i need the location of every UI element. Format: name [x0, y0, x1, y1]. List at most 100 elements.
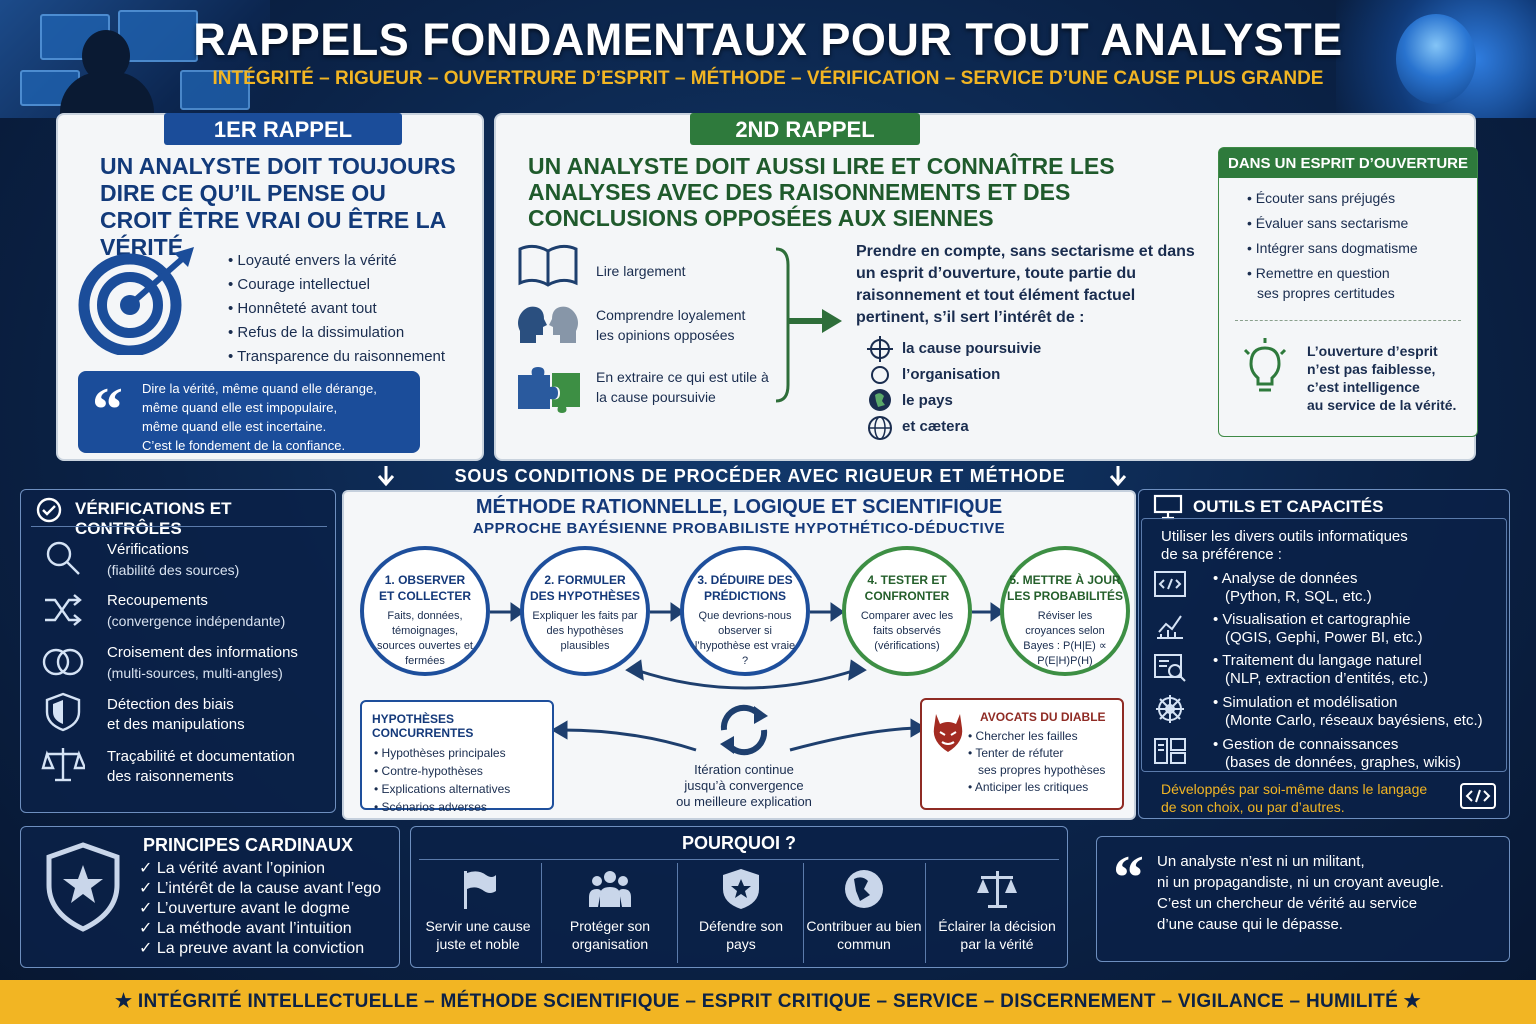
code-icon [1460, 783, 1496, 809]
why-line: Servir une cause [425, 918, 531, 934]
quote-icon: “ [92, 376, 123, 444]
why-line: Défendre son [698, 918, 784, 934]
scales-icon [41, 748, 85, 782]
principes-title: PRINCIPES CARDINAUX [143, 835, 354, 855]
list-item: • Loyauté envers la vérité [228, 252, 397, 269]
magnifier-icon [46, 541, 80, 575]
rappel-2-panel: 2ND RAPPEL UN ANALYSTE DOIT AUSSI LIRE E… [494, 113, 1478, 461]
intro-line: de sa préférence : [1161, 546, 1282, 563]
list-item: • Explications alternatives [374, 782, 511, 796]
target-item: l’organisation [902, 366, 1001, 383]
why-line: Protéger son [569, 918, 651, 934]
why-item: Protéger son organisation [545, 867, 675, 953]
item-label: Vérifications [107, 541, 189, 558]
group-icon [589, 871, 631, 907]
globe-icon [845, 870, 883, 908]
rappel-2-tag: 2ND RAPPEL [690, 113, 920, 145]
devil-title: AVOCATS DU DIABLE [980, 710, 1106, 724]
note-line: de son choix, ou par d’autres. [1161, 799, 1345, 815]
condition-banner: SOUS CONDITIONS DE PROCÉDER AVEC RIGUEUR… [454, 466, 1066, 486]
why-line: Contribuer au bien [806, 918, 922, 934]
item-sub: (QGIS, Gephi, Power BI, etc.) [1225, 629, 1423, 646]
why-line: Éclairer la décision [938, 918, 1056, 934]
target-item: et cætera [902, 418, 969, 435]
step-read: Lire largement [596, 263, 686, 279]
target-item: la cause poursuivie [902, 340, 1042, 357]
refresh-cycle-icon [720, 704, 768, 756]
item-sub: (bases de données, graphes, wikis) [1225, 754, 1461, 771]
quote-line: Dire la vérité, même quand elle dérange, [142, 381, 377, 396]
step-desc: Comparer avec les faits observés (vérifi… [860, 610, 954, 652]
list-item: • Écouter sans préjugés [1247, 190, 1396, 206]
step-title: 3. DÉDUIRE DES [697, 573, 793, 587]
step-desc: Expliquer les faits par des hypothèses p… [532, 610, 638, 652]
quote-line: d’une cause qui le dépasse. [1157, 916, 1343, 933]
organization-icon [871, 366, 889, 384]
why-line: organisation [571, 936, 649, 952]
divider [925, 863, 926, 963]
step-title: 4. TESTER ET [867, 573, 947, 587]
iteration-line: jusqu’à convergence [684, 778, 804, 793]
why-item: Défendre son pays [681, 867, 801, 953]
verification-item: Croisement des informations(multi-source… [107, 643, 298, 684]
hypotheses-title: HYPOTHÈSES CONCURRENTES [372, 712, 474, 740]
method-subtitle: APPROCHE BAYÉSIENNE PROBABILISTE HYPOTHÉ… [472, 520, 1006, 537]
list-item: • Intégrer sans dogmatisme [1247, 240, 1418, 256]
principes-panel: PRINCIPES CARDINAUX ✓ La vérité avant l’… [20, 826, 400, 968]
puzzle-icon [518, 367, 580, 413]
list-item: • Hypothèses principales [374, 746, 506, 760]
item-sub: (multi-sources, multi-angles) [107, 665, 283, 681]
knowledge-base-icon [1154, 738, 1186, 764]
step-update: 5. METTRE À JOUR LES PROBABILITÉS Révise… [1000, 546, 1130, 676]
note-line: Développés par soi-même dans le langage [1161, 781, 1428, 797]
list-item: • Anticiper les critiques [968, 780, 1089, 794]
overlap-circles-icon [42, 648, 84, 676]
list-item: • Chercher les failles [968, 729, 1078, 743]
quote-line: ni un propagandiste, ni un croyant aveug… [1157, 874, 1444, 891]
hypotheses-box: HYPOTHÈSES CONCURRENTES • Hypothèses pri… [360, 700, 554, 814]
item-label: Détection des biais [107, 696, 234, 713]
tool-item: • Gestion de connaissances(bases de donn… [1213, 736, 1461, 772]
quote-line: C’est un chercheur de vérité au service [1157, 895, 1418, 912]
step-understand: Comprendre loyalement les opinions oppos… [596, 307, 746, 343]
divider [803, 863, 804, 963]
quote-line: C’est le fondement de la confiance. [142, 438, 346, 453]
list-item: • Refus de la dissimulation [228, 324, 405, 341]
why-line: par la vérité [960, 936, 1034, 952]
shield-icon [45, 692, 81, 732]
step-title: 5. METTRE À JOUR [1009, 573, 1121, 587]
quote-line: même quand elle est incertaine. [142, 419, 327, 434]
open-mind-box: DANS UN ESPRIT D’OUVERTURE • Écouter san… [1218, 147, 1478, 437]
divider [541, 863, 542, 963]
iteration-line: ou meilleure explication [676, 794, 812, 809]
item-label: Recoupements [107, 592, 208, 609]
list-item: ses propres certitudes [1257, 285, 1395, 301]
shield-star-icon [723, 869, 759, 909]
iteration-text: Itération continue jusqu’à convergence o… [644, 762, 844, 810]
tool-item: • Simulation et modélisation(Monte Carlo… [1213, 694, 1483, 730]
step-title: 2. FORMULER [544, 573, 626, 587]
rappel-2-title: UN ANALYSTE DOIT AUSSI LIRE ET CONNAÎTRE… [528, 153, 1115, 231]
shuffle-icon [45, 594, 82, 626]
shield-star-icon [46, 842, 120, 932]
why-line: commun [837, 936, 891, 952]
list-item: ✓ L’ouverture avant le dogme [139, 900, 350, 917]
code-window-icon [1154, 571, 1186, 597]
item-label: • Visualisation et cartographie [1213, 611, 1411, 628]
rappel-1-tag: 1ER RAPPEL [164, 113, 402, 145]
analyst-workstation-illustration [0, 0, 270, 132]
step-observe: 1. OBSERVER ET COLLECTER Faits, données,… [360, 546, 490, 676]
divider [677, 863, 678, 963]
method-title: MÉTHODE RATIONNELLE, LOGIQUE ET SCIENTIF… [475, 496, 1003, 518]
note-line: au service de la vérité. [1307, 397, 1457, 413]
item-sub: (Python, R, SQL, etc.) [1225, 588, 1372, 605]
why-item: Éclairer la décision par la vérité [927, 867, 1067, 953]
list-item: • Honnêteté avant tout [228, 300, 377, 317]
verifications-title: VÉRIFICATIONS ET CONTRÔLES [75, 499, 232, 538]
step-title: PRÉDICTIONS [703, 589, 786, 603]
note-line: n’est pas faiblesse, [1307, 361, 1436, 377]
outils-box [1141, 518, 1507, 772]
list-item: ✓ La vérité avant l’opinion [139, 860, 325, 877]
verifications-panel: VÉRIFICATIONS ET CONTRÔLES Vérifications… [20, 489, 336, 813]
pourquoi-title: POURQUOI ? [681, 833, 796, 853]
